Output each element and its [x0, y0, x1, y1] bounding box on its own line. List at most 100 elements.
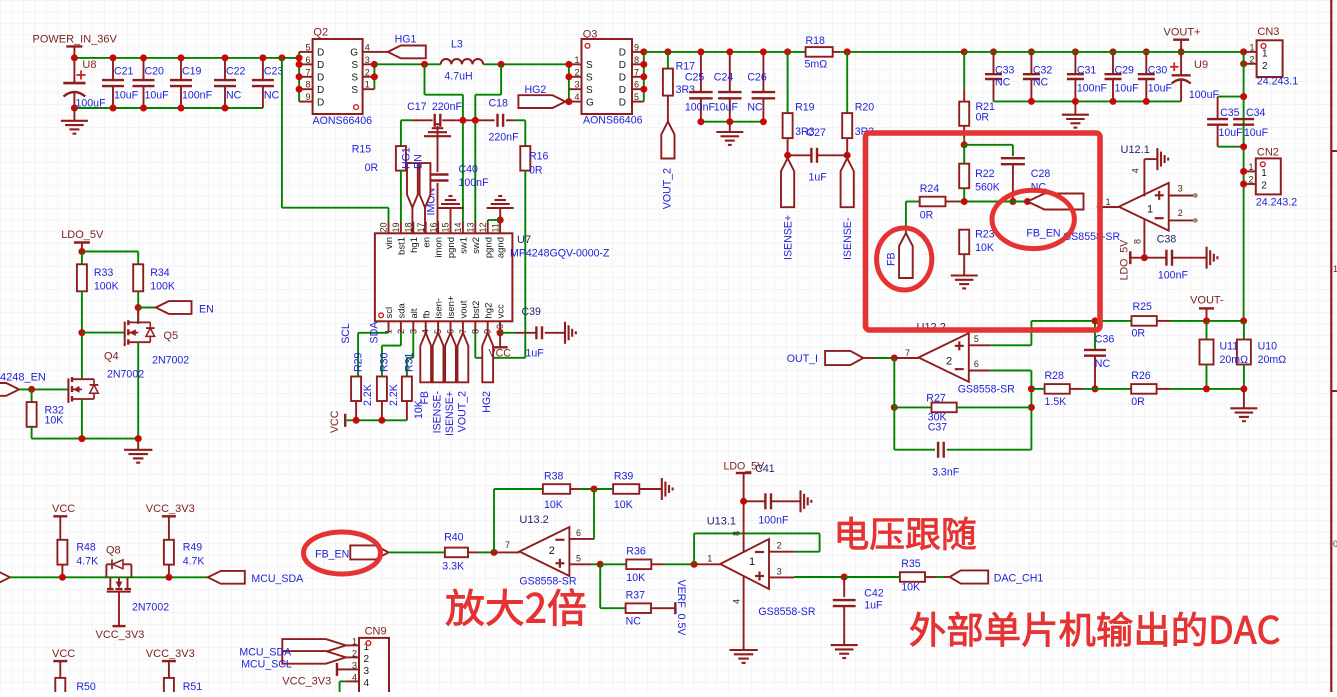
svg-text:D: D	[317, 85, 324, 96]
svg-text:9: 9	[305, 92, 310, 102]
svg-text:2.2K: 2.2K	[388, 384, 400, 406]
svg-text:CN9: CN9	[365, 626, 387, 638]
svg-text:3: 3	[777, 566, 782, 576]
svg-text:U13.2: U13.2	[519, 514, 548, 526]
svg-text:14: 14	[453, 222, 463, 232]
svg-text:5mΩ: 5mΩ	[805, 59, 828, 71]
svg-text:1: 1	[352, 636, 357, 646]
svg-text:hg2: hg2	[483, 303, 494, 319]
svg-text:U7: U7	[517, 234, 531, 246]
svg-text:R37: R37	[626, 590, 646, 602]
svg-text:4.7K: 4.7K	[183, 555, 205, 567]
svg-text:MCU_SDA: MCU_SDA	[239, 647, 292, 659]
svg-text:VCC_3V3: VCC_3V3	[96, 629, 145, 641]
svg-text:24.243.1: 24.243.1	[1257, 76, 1298, 88]
svg-text:10uF: 10uF	[1244, 127, 1269, 139]
svg-text:D: D	[317, 73, 324, 84]
svg-text:SDA: SDA	[369, 321, 381, 344]
svg-text:isen-: isen-	[434, 298, 445, 319]
svg-text:100nF: 100nF	[758, 515, 789, 527]
svg-text:FB: FB	[886, 252, 898, 266]
svg-text:en: en	[421, 237, 432, 248]
svg-text:sw2: sw2	[471, 237, 482, 254]
svg-text:C29: C29	[1115, 65, 1135, 77]
svg-text:C27: C27	[807, 127, 827, 139]
svg-text:sw1: sw1	[459, 237, 470, 254]
svg-text:OUT_I: OUT_I	[787, 353, 818, 365]
svg-text:imon: imon	[434, 237, 445, 258]
svg-text:C39: C39	[522, 306, 542, 318]
svg-text:U9: U9	[1194, 59, 1208, 71]
svg-text:HG1: HG1	[395, 34, 417, 46]
svg-text:1uF: 1uF	[526, 348, 545, 360]
svg-text:NC: NC	[226, 89, 242, 101]
svg-text:LDO_5V: LDO_5V	[61, 229, 104, 241]
svg-text:R27: R27	[926, 393, 946, 405]
svg-text:3R3: 3R3	[795, 126, 815, 138]
svg-text:Q4: Q4	[104, 351, 119, 363]
svg-text:NC: NC	[264, 89, 280, 101]
svg-text:C20: C20	[145, 66, 165, 78]
svg-text:1uF: 1uF	[809, 172, 828, 184]
svg-text:10K: 10K	[614, 499, 633, 511]
svg-text:Q2: Q2	[313, 27, 328, 39]
svg-text:7: 7	[505, 540, 510, 550]
svg-text:C33: C33	[995, 65, 1015, 77]
svg-text:8: 8	[1132, 239, 1142, 244]
svg-text:4.7uH: 4.7uH	[444, 70, 472, 82]
svg-text:C25: C25	[685, 72, 705, 84]
svg-text:Q8: Q8	[106, 545, 121, 557]
svg-text:6: 6	[305, 55, 310, 65]
svg-text:R38: R38	[544, 471, 564, 483]
svg-text:1: 1	[707, 554, 712, 564]
svg-text:11: 11	[490, 223, 500, 232]
svg-text:3R3: 3R3	[676, 84, 696, 96]
svg-text:isen+: isen+	[446, 295, 457, 318]
svg-text:S: S	[586, 73, 593, 84]
svg-text:GS8558-SR: GS8558-SR	[519, 576, 576, 588]
svg-text:R30: R30	[378, 352, 390, 372]
svg-text:R17: R17	[676, 60, 696, 72]
svg-text:Q5: Q5	[163, 330, 178, 342]
svg-text:VOUT_2: VOUT_2	[662, 168, 674, 209]
svg-text:C21: C21	[114, 66, 134, 78]
svg-text:2: 2	[396, 329, 406, 334]
svg-text:C18: C18	[489, 97, 509, 109]
svg-text:1: 1	[1262, 49, 1268, 60]
svg-text:4: 4	[574, 92, 579, 102]
svg-text:VOUT+: VOUT+	[1164, 27, 1201, 39]
svg-text:2.2K: 2.2K	[362, 384, 374, 406]
svg-text:NC: NC	[1033, 77, 1049, 89]
svg-text:10uF: 10uF	[114, 89, 139, 101]
svg-text:1: 1	[1248, 162, 1253, 172]
svg-text:1.5K: 1.5K	[1045, 396, 1067, 408]
svg-text:C37: C37	[928, 422, 948, 434]
svg-text:6: 6	[974, 359, 979, 369]
svg-text:2: 2	[777, 541, 782, 551]
svg-text:NC: NC	[626, 616, 642, 628]
svg-text:2N7002: 2N7002	[107, 369, 144, 381]
svg-text:C40: C40	[459, 164, 479, 176]
svg-text:7: 7	[305, 67, 310, 77]
svg-text:D: D	[619, 48, 626, 59]
svg-text:3: 3	[364, 666, 370, 677]
svg-text:100uF: 100uF	[1189, 89, 1220, 101]
svg-text:VCC_3V3: VCC_3V3	[146, 503, 195, 515]
svg-text:R18: R18	[806, 35, 826, 47]
svg-text:NC: NC	[995, 77, 1011, 89]
svg-text:16: 16	[428, 222, 438, 232]
svg-text:5: 5	[634, 92, 639, 102]
svg-text:U8: U8	[82, 59, 96, 71]
svg-text:S: S	[586, 85, 593, 96]
svg-text:DAC_CH1: DAC_CH1	[994, 573, 1044, 585]
svg-text:100K: 100K	[94, 281, 119, 293]
svg-text:10: 10	[495, 324, 505, 334]
svg-text:POWER_IN_36V: POWER_IN_36V	[33, 33, 118, 45]
svg-text:20mΩ: 20mΩ	[1258, 354, 1287, 366]
svg-text:AONS66406: AONS66406	[583, 115, 643, 127]
svg-text:R31: R31	[403, 352, 415, 372]
svg-text:C41: C41	[755, 463, 775, 475]
svg-text:C31: C31	[1077, 65, 1097, 77]
svg-text:19: 19	[391, 222, 401, 232]
svg-text:3: 3	[1178, 183, 1183, 193]
